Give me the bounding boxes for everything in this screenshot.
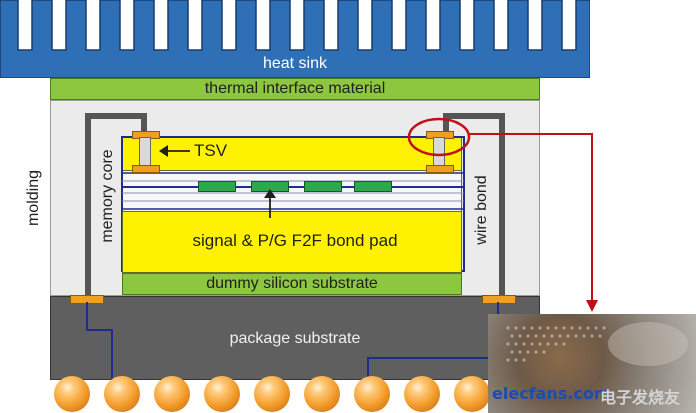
- tsv-arrow: [159, 145, 190, 157]
- thermal-interface-material: thermal interface material: [50, 78, 540, 100]
- tsv-pad-bottom: [132, 165, 160, 173]
- solder-ball: [404, 376, 440, 412]
- callout-arrowhead: [586, 300, 598, 312]
- solder-ball: [54, 376, 90, 412]
- dummy-silicon-substrate: dummy silicon substrate: [122, 273, 462, 295]
- wire-bond-right-path: [443, 113, 505, 298]
- f2f-bond-pad: [354, 181, 392, 192]
- bond-pad-label: signal & P/G F2F bond pad: [192, 231, 398, 250]
- solder-ball: [454, 376, 490, 412]
- solder-ball: [354, 376, 390, 412]
- heat-sink-fins: [0, 0, 591, 79]
- watermark-cn: 电子发烧友: [600, 388, 681, 407]
- wire-bond-left-path: [85, 113, 147, 298]
- solder-ball: [254, 376, 290, 412]
- memory-core-top-layer: [122, 137, 462, 171]
- f2f-bond-pad: [304, 181, 342, 192]
- solder-ball: [204, 376, 240, 412]
- thermal-interface-label: thermal interface material: [204, 80, 386, 97]
- die-photo-inset: elecfans.com 电子发烧友: [488, 314, 696, 413]
- tsv-right: [426, 131, 454, 173]
- tsv-callout-ellipse: [407, 117, 471, 157]
- package-substrate: [50, 296, 540, 380]
- callout-line: [469, 133, 593, 304]
- wire-bond-left: [80, 110, 150, 300]
- photo-dot-pattern: [506, 322, 688, 366]
- f2f-bond-pad: [198, 181, 236, 192]
- wire-bond-right: [440, 110, 510, 300]
- package-substrate-label: package substrate: [229, 330, 361, 347]
- dummy-substrate-label: dummy silicon substrate: [206, 275, 378, 292]
- tsv-label: TSV: [194, 141, 228, 160]
- heat-sink-label: heat sink: [262, 55, 328, 72]
- solder-ball: [104, 376, 140, 412]
- logic-die-layer: [122, 211, 462, 273]
- heat-sink: heat sink: [0, 0, 591, 79]
- tsv-left: [132, 131, 160, 173]
- tsv-pad-bottom: [426, 165, 454, 173]
- watermark-site: elecfans.com: [492, 384, 611, 403]
- bond-pad-arrow: [264, 189, 276, 218]
- solder-ball: [304, 376, 340, 412]
- solder-ball: [154, 376, 190, 412]
